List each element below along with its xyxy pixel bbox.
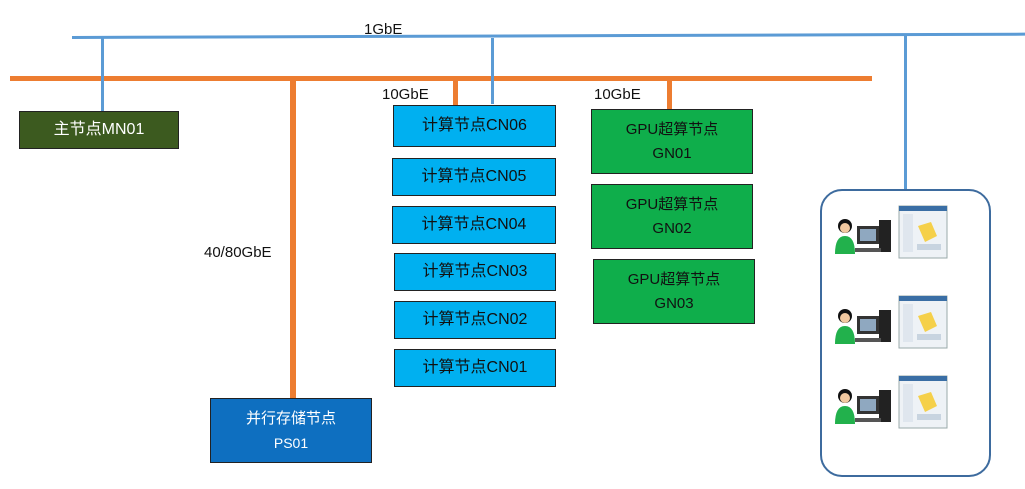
mgmt-1gbe-bus xyxy=(72,32,1025,39)
computer-tower-icon xyxy=(855,220,891,252)
compute-link-label: 10GbE xyxy=(382,86,429,103)
cn-data-drop xyxy=(453,80,458,105)
client-workstation[interactable] xyxy=(833,292,958,352)
gpu-node-gn03[interactable]: GPU超算节点 GN03 xyxy=(593,259,755,324)
gn-data-drop xyxy=(667,80,672,109)
storage-node-id: PS01 xyxy=(273,434,309,451)
compute-node-label: 计算节点CN05 xyxy=(421,168,527,185)
storage-drop xyxy=(290,80,296,399)
compute-node-label: 计算节点CN01 xyxy=(422,359,528,376)
client-workstation[interactable] xyxy=(833,372,958,432)
compute-node-cn06[interactable]: 计算节点CN06 xyxy=(393,105,556,147)
data-10gbe-bus xyxy=(10,76,872,81)
computer-tower-icon xyxy=(855,390,891,422)
monitor-screen-icon xyxy=(898,205,948,259)
cn-mgmt-drop xyxy=(491,38,494,104)
gpu-node-gn01[interactable]: GPU超算节点 GN01 xyxy=(591,109,753,174)
compute-node-label: 计算节点CN03 xyxy=(422,263,528,280)
gpu-node-id: GN01 xyxy=(652,144,692,162)
monitor-screen-icon xyxy=(898,375,948,429)
gpu-node-id: GN03 xyxy=(654,294,694,312)
compute-node-cn04[interactable]: 计算节点CN04 xyxy=(392,206,556,244)
compute-node-label: 计算节点CN04 xyxy=(421,216,527,233)
storage-node-title: 并行存储节点 xyxy=(245,409,336,427)
storage-node-ps01[interactable]: 并行存储节点 PS01 xyxy=(210,398,372,463)
compute-node-cn02[interactable]: 计算节点CN02 xyxy=(394,301,556,339)
master-node[interactable]: 主节点MN01 xyxy=(19,111,179,149)
compute-node-label: 计算节点CN02 xyxy=(422,311,528,328)
compute-node-cn01[interactable]: 计算节点CN01 xyxy=(394,349,556,387)
compute-node-cn03[interactable]: 计算节点CN03 xyxy=(394,253,556,291)
master-node-label: 主节点MN01 xyxy=(53,121,145,138)
gpu-node-title: GPU超算节点 xyxy=(625,120,719,138)
gpu-link-label: 10GbE xyxy=(594,86,641,103)
mn-mgmt-drop xyxy=(101,38,104,111)
client-mgmt-drop xyxy=(904,36,907,191)
computer-tower-icon xyxy=(855,310,891,342)
compute-node-label: 计算节点CN06 xyxy=(422,117,527,134)
client-workstation[interactable] xyxy=(833,202,958,262)
user-icon xyxy=(835,309,855,344)
storage-link-label: 40/80GbE xyxy=(204,244,272,261)
user-icon xyxy=(835,389,855,424)
gpu-node-title: GPU超算节点 xyxy=(625,195,719,213)
gpu-node-title: GPU超算节点 xyxy=(627,270,721,288)
user-icon xyxy=(835,219,855,254)
gpu-node-id: GN02 xyxy=(652,219,692,237)
monitor-screen-icon xyxy=(898,295,948,349)
mgmt-link-label: 1GbE xyxy=(364,21,403,38)
compute-node-cn05[interactable]: 计算节点CN05 xyxy=(392,158,556,196)
gpu-node-gn02[interactable]: GPU超算节点 GN02 xyxy=(591,184,753,249)
